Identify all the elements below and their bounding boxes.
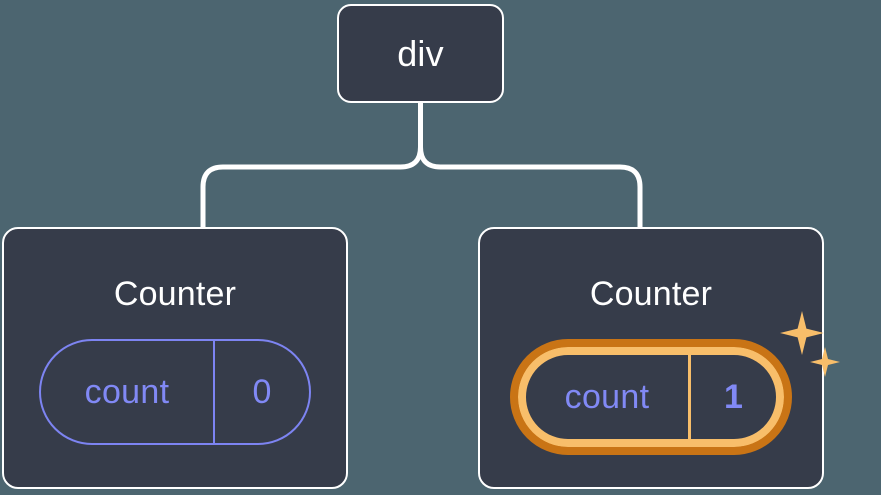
state-value-right: 1 <box>688 355 776 439</box>
sparkle-group <box>780 311 850 391</box>
node-counter-right[interactable]: Counter count 1 <box>478 227 840 489</box>
state-pill-wrap-left: count 0 <box>39 339 311 445</box>
node-div[interactable]: div <box>337 4 504 103</box>
node-counter-left[interactable]: Counter count 0 <box>2 227 348 489</box>
node-counter-left-title: Counter <box>113 275 237 313</box>
state-pill-right-highlighted[interactable]: count 1 <box>510 339 792 455</box>
state-pill-right-inner: count 1 <box>518 347 784 447</box>
state-pill-wrap-right: count 1 <box>510 311 840 455</box>
sparkle-large-icon <box>780 311 824 355</box>
state-value-left: 0 <box>213 341 309 443</box>
state-key-left: count <box>84 372 170 411</box>
state-pill-left[interactable]: count 0 <box>39 339 311 445</box>
connector-right <box>418 100 643 230</box>
node-div-label: div <box>397 32 444 74</box>
state-key-right: count <box>564 377 650 416</box>
sparkle-small-icon <box>810 347 840 377</box>
node-counter-right-title: Counter <box>589 275 713 313</box>
connector-left <box>200 100 423 230</box>
